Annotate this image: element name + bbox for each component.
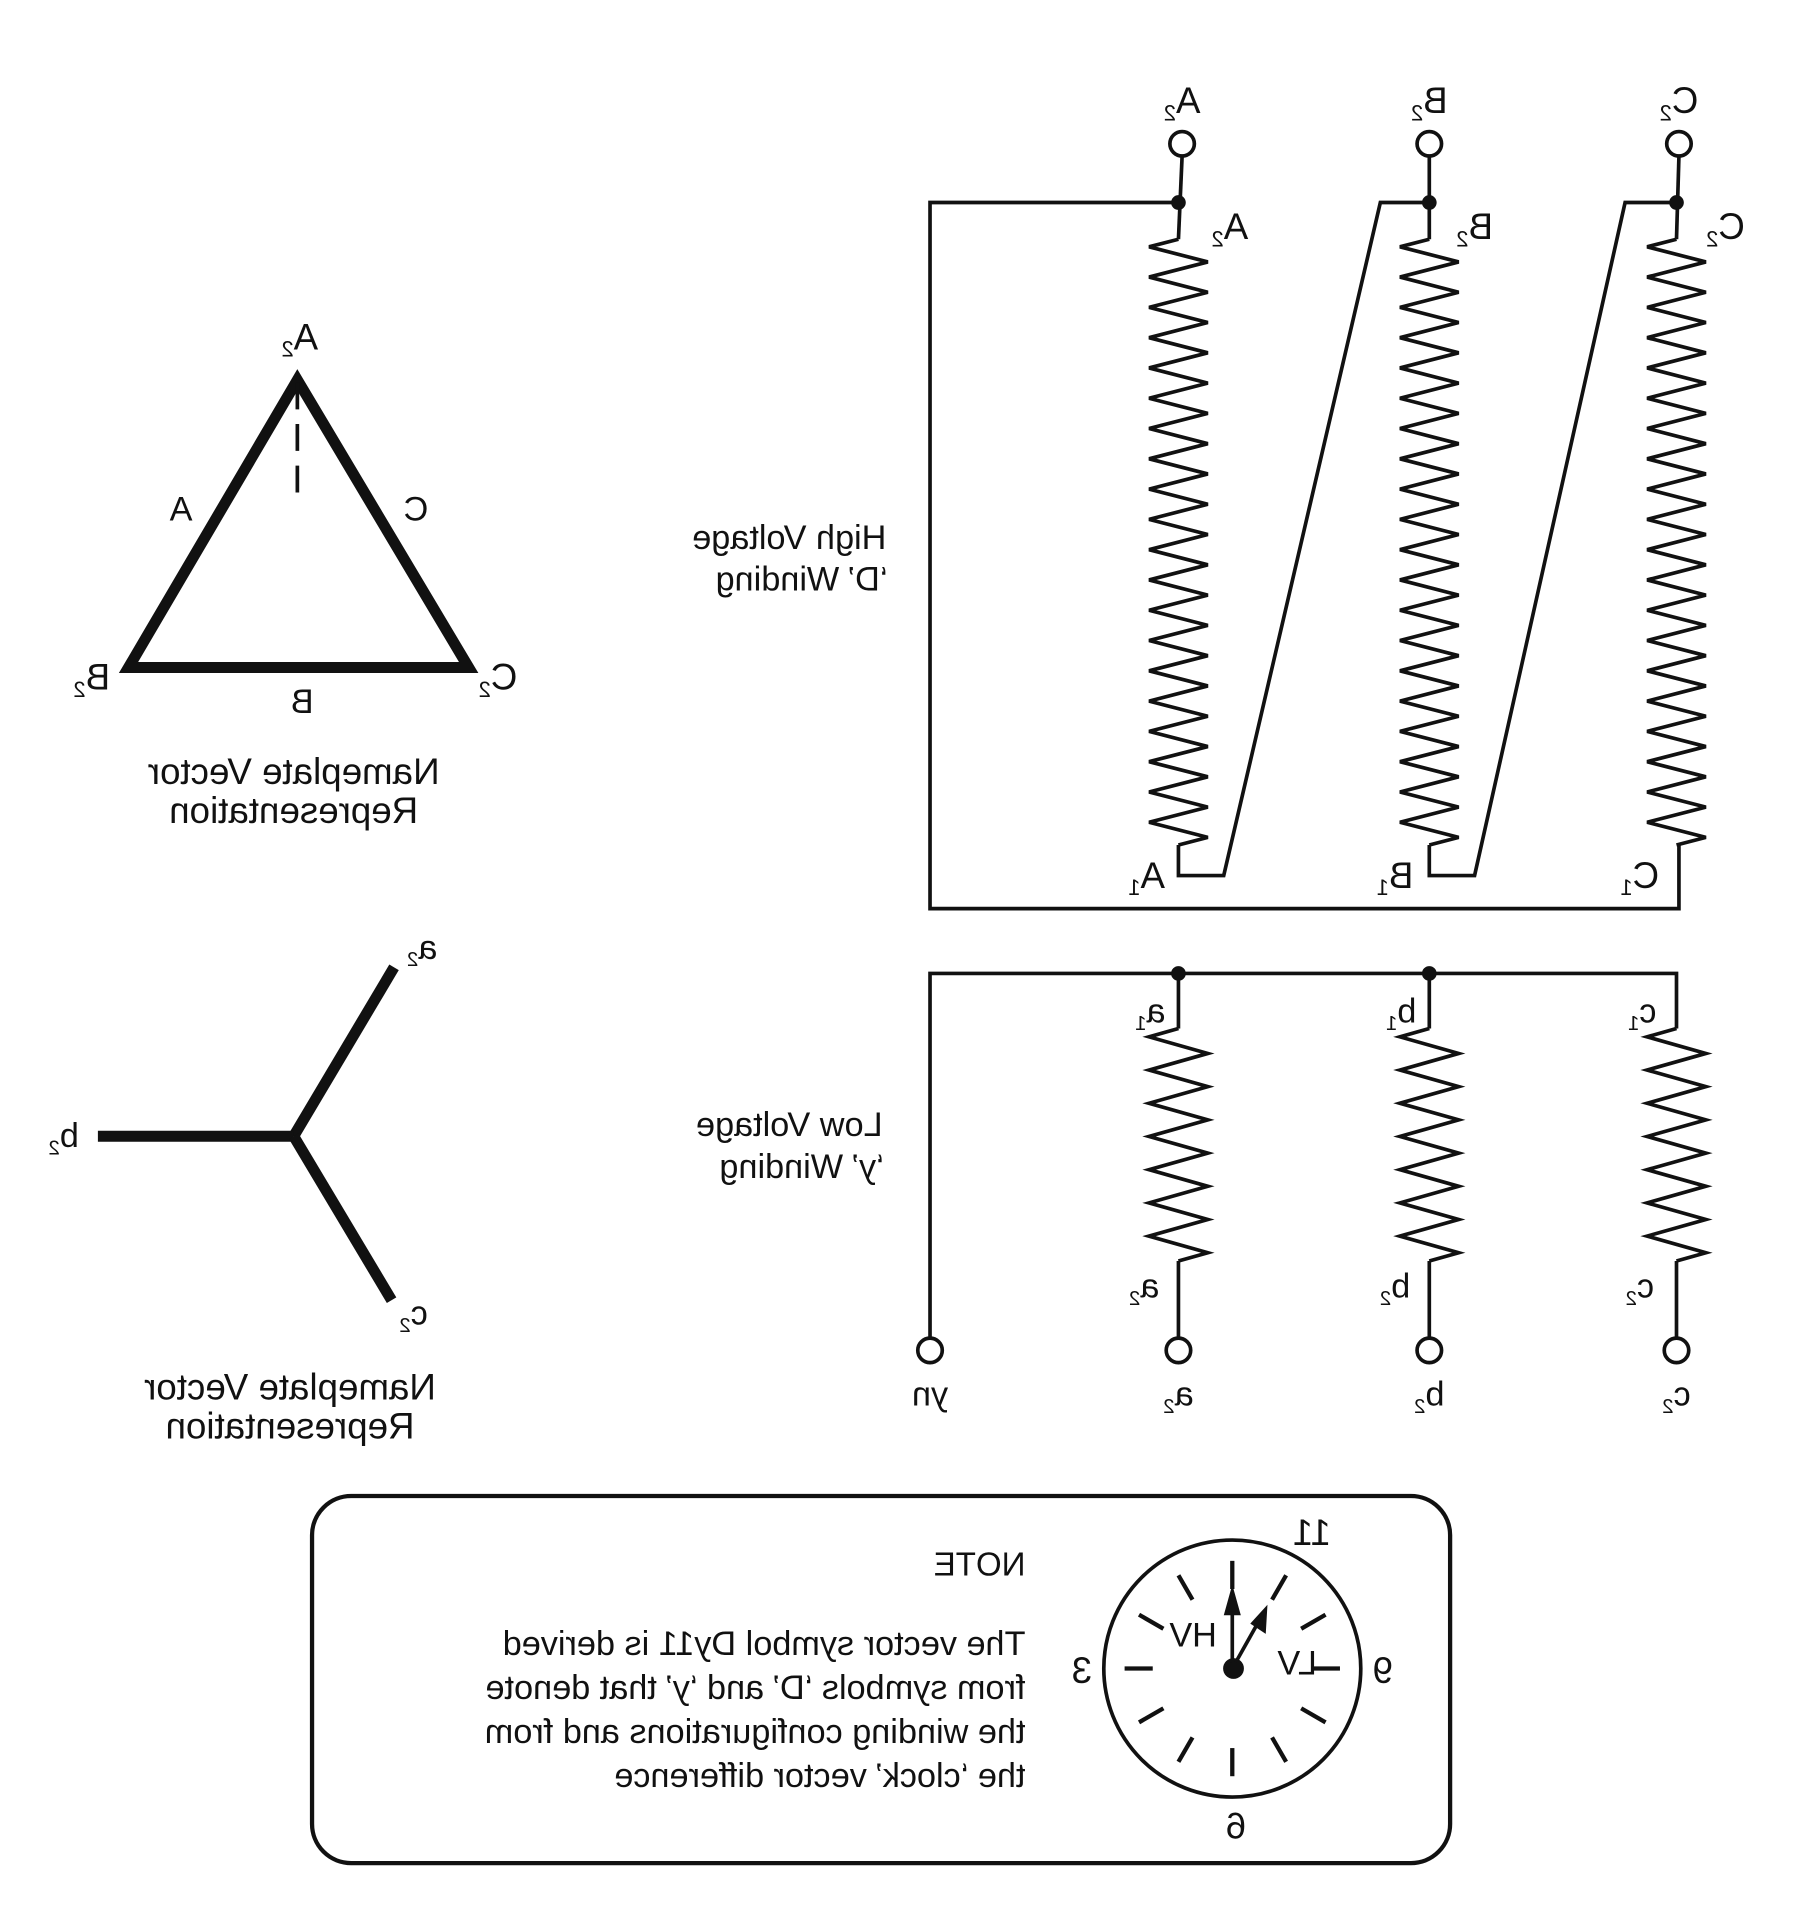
delta-left-label: B2 [73, 657, 110, 702]
hv-coil-top-label: B2 [1456, 206, 1493, 251]
hv-title: High Voltage [692, 519, 886, 557]
lv-coil-bottom-label: c2 [1626, 1268, 1655, 1310]
star-b-label: b2 [48, 1117, 79, 1159]
hv-link-a1-b2 [1176, 200, 1430, 878]
lv-coil-bottom-label: b2 [1380, 1268, 1411, 1310]
hv-coil-bottom-label: B1 [1377, 855, 1414, 900]
terminal-a2 [1164, 1336, 1193, 1365]
terminal-C2 [1664, 129, 1694, 158]
delta-caption: Nameplate Vector [148, 751, 440, 792]
note-line: the ‘clock’ vector difference [614, 1757, 1025, 1795]
lv-coil-top-label: b1 [1386, 992, 1417, 1034]
lv-title: Low Voltage [696, 1106, 883, 1144]
clock-number-3: 3 [1072, 1650, 1092, 1691]
lv-terminal-label: b2 [1414, 1375, 1445, 1417]
hv-coil-top-label: C2 [1706, 206, 1745, 251]
lv-coil-top-label: c1 [1628, 992, 1657, 1034]
hv-link-b1-c2 [1427, 200, 1677, 878]
hv-coil-c [1646, 237, 1707, 847]
lv-terminal-label: yn [912, 1375, 948, 1413]
star-caption: Representation [166, 1405, 415, 1446]
clock-hv-label: HV [1169, 1617, 1217, 1655]
hv-coil-bottom-label: C1 [1620, 855, 1659, 900]
star-vector [97, 964, 399, 1304]
lv-coil-a [1142, 1026, 1215, 1263]
star-caption: Nameplate Vector [144, 1366, 436, 1407]
delta-caption: Representation [169, 790, 418, 831]
terminals [915, 129, 1694, 1365]
hv-terminal-label: B2 [1411, 80, 1448, 125]
coils [1142, 237, 1713, 1263]
clock-ticks [1124, 1560, 1340, 1777]
hv-coil-bottom-label: A1 [1128, 855, 1165, 900]
lv-coil-bottom-label: a2 [1129, 1268, 1159, 1310]
junction-dots [1171, 195, 1684, 981]
lv-terminal-label: c2 [1662, 1375, 1691, 1417]
winding-wiring [928, 155, 1681, 1339]
note-box [309, 1493, 1453, 1866]
lv-neutral-bus [928, 971, 1679, 1339]
terminal-B2 [1415, 129, 1444, 158]
hv-title: ‘D’ Winding [716, 560, 888, 598]
terminal-b2 [1415, 1336, 1444, 1365]
hv-delta-loop [928, 200, 1681, 911]
note-line: from symbols ‘D’ and ‘y’ that denote [485, 1669, 1025, 1707]
hv-coil-a [1148, 237, 1209, 847]
note-line: the winding configurations and from [485, 1713, 1026, 1751]
lv-coil-b [1393, 1026, 1466, 1263]
delta-side-b: B [291, 683, 314, 721]
hv-terminal-label: C2 [1660, 80, 1699, 125]
lv-terminal-label: a2 [1163, 1375, 1193, 1417]
clock-number-11: 11 [1293, 1512, 1331, 1553]
clock-hands [1223, 1584, 1268, 1679]
clock-number-9: 9 [1373, 1650, 1393, 1691]
note-heading: NOTE [934, 1547, 1026, 1584]
delta-side-c: C [404, 491, 429, 529]
lv-coil-c [1640, 1026, 1713, 1263]
terminal-yn [915, 1336, 945, 1365]
delta-triangle [118, 369, 479, 674]
clock-lv-label: LV [1277, 1645, 1317, 1683]
note-line: The vector symbol Dy11 is derived [503, 1625, 1026, 1663]
delta-apex-label: A2 [281, 316, 318, 361]
hv-coil-top-label: A2 [1211, 206, 1248, 251]
clock-number-6: 6 [1226, 1806, 1246, 1847]
star-a-label: a2 [407, 929, 438, 971]
lv-coil-top-label: a1 [1135, 992, 1166, 1034]
delta-right-label: C2 [479, 657, 518, 702]
lv-title: ‘y’ Winding [719, 1148, 883, 1186]
terminal-A2 [1168, 129, 1197, 158]
hv-coil-b [1399, 237, 1460, 847]
terminal-c2 [1662, 1336, 1691, 1365]
delta-side-a: A [170, 491, 193, 529]
star-c-label: c2 [399, 1295, 428, 1337]
hv-terminal-label: A2 [1164, 80, 1201, 125]
clock-face [1101, 1538, 1363, 1799]
